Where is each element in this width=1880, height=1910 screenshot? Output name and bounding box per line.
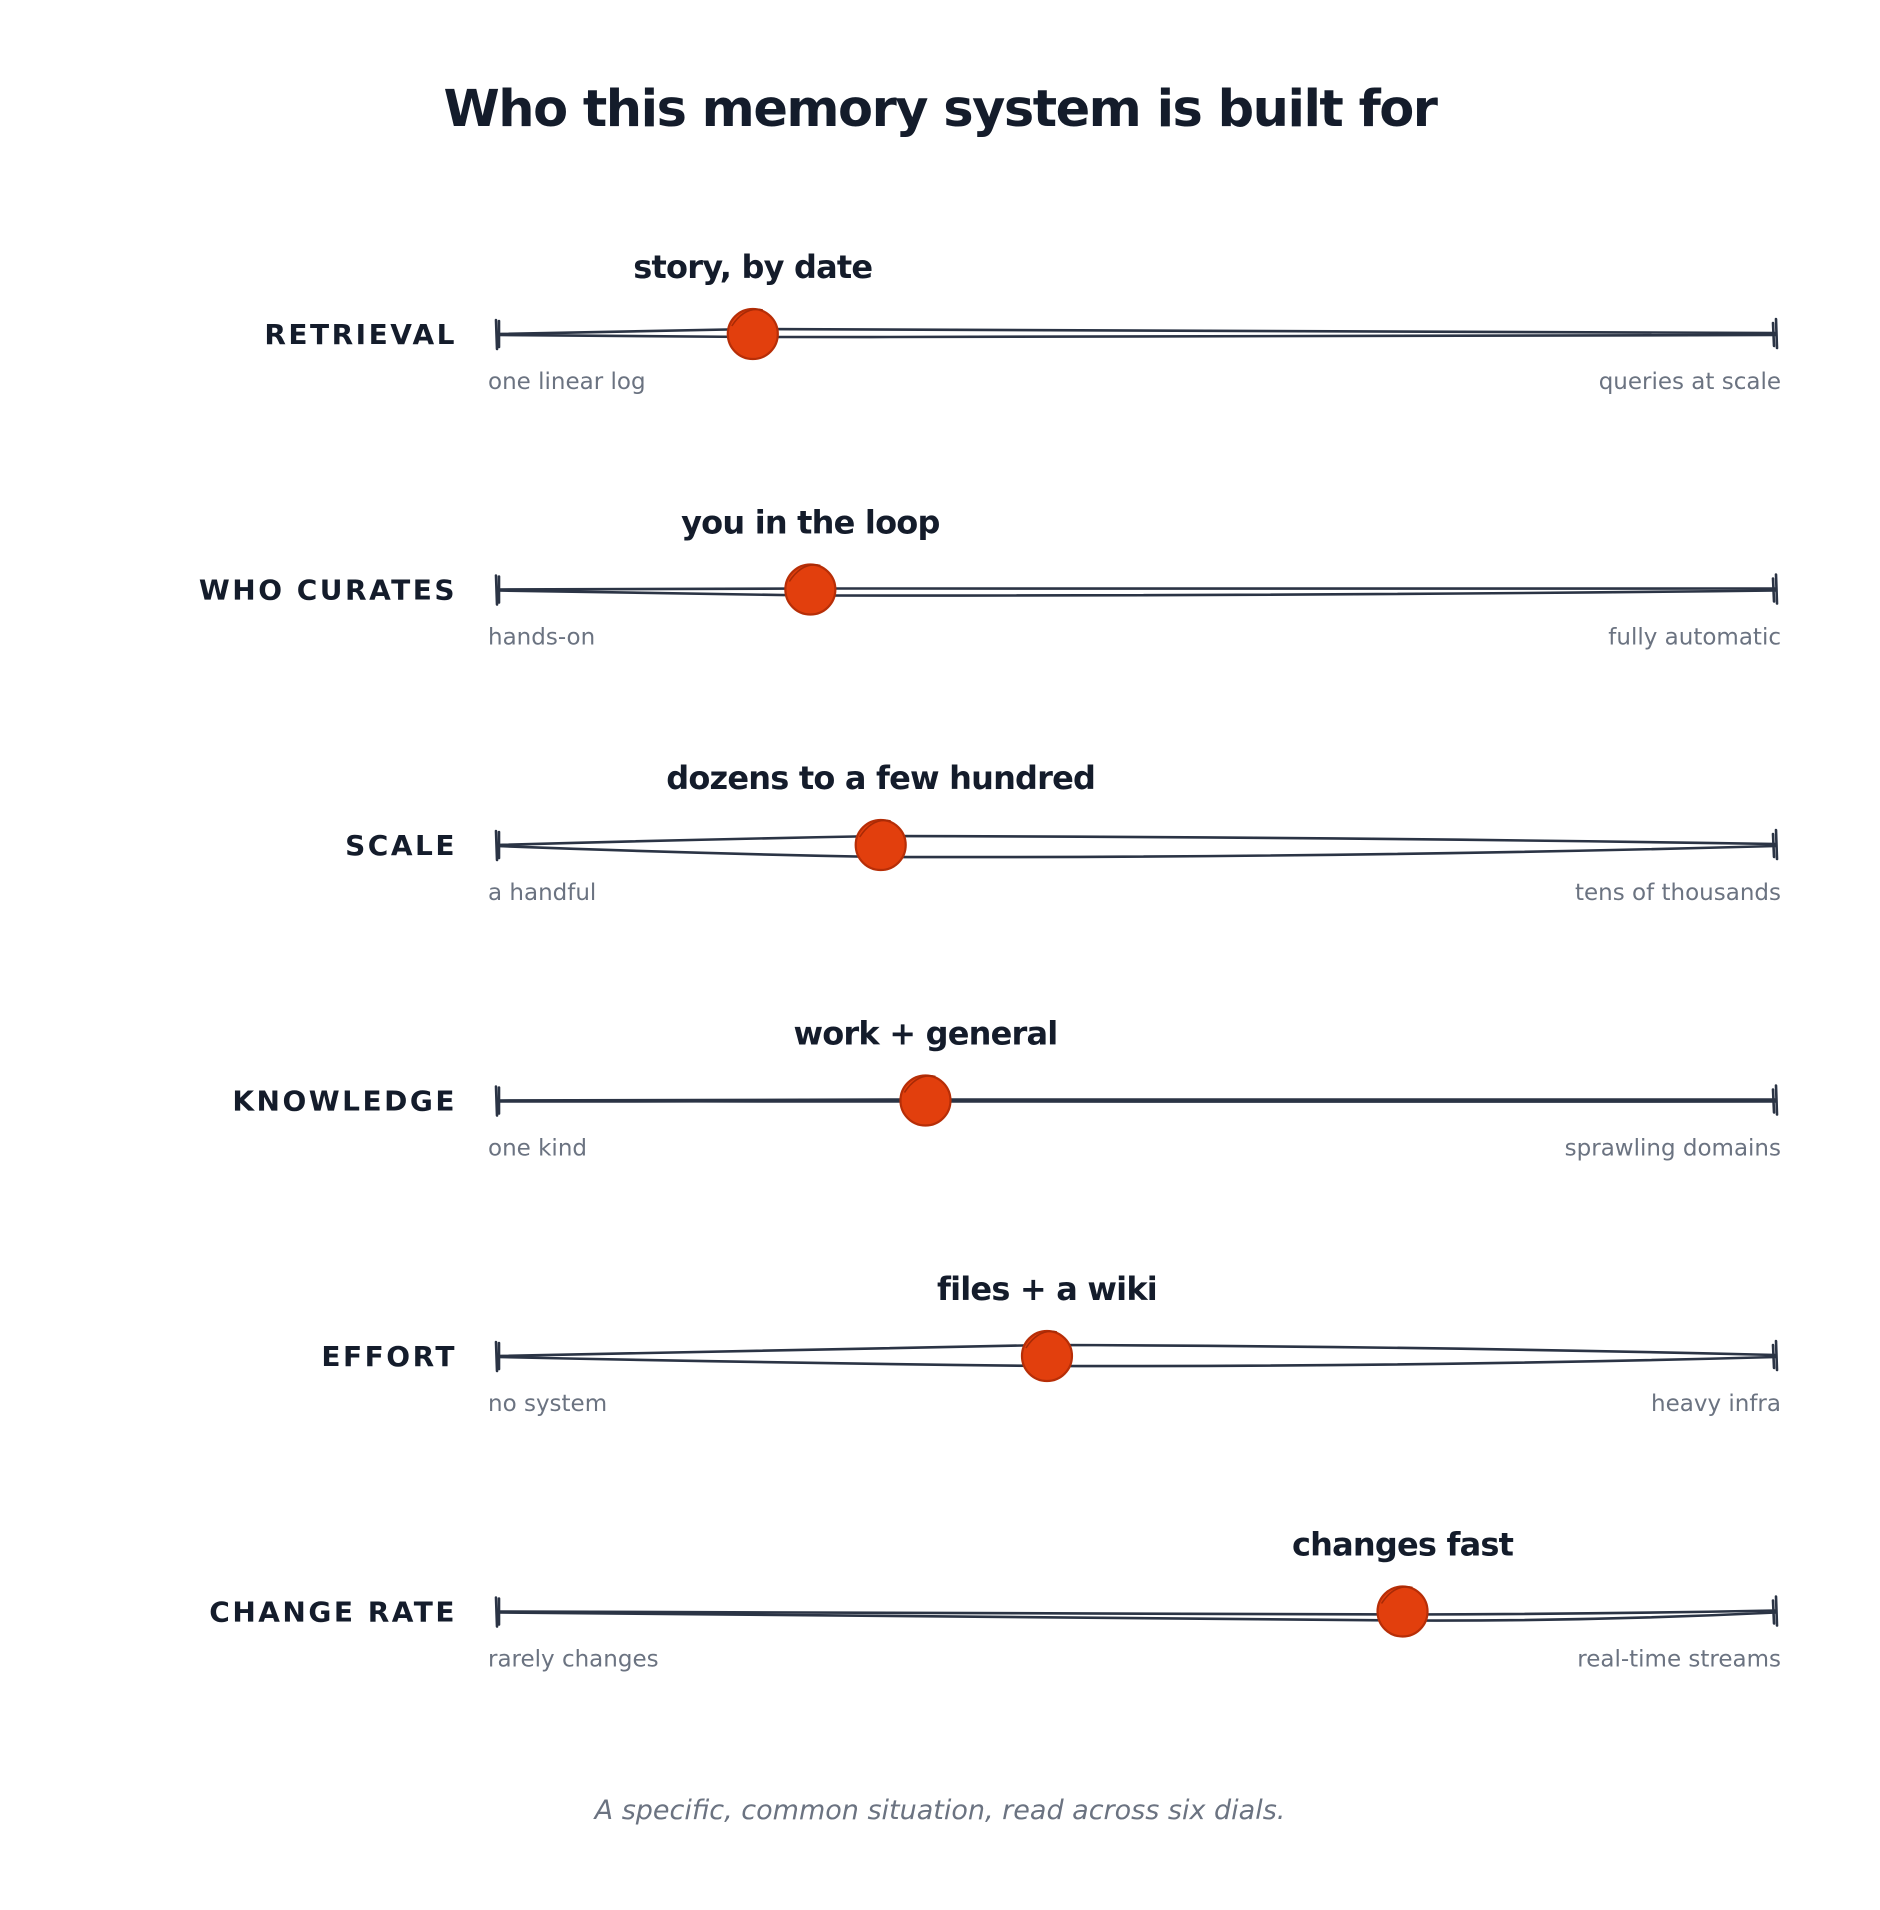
dial-knob xyxy=(899,1074,952,1127)
dial-start-tick xyxy=(494,1596,501,1628)
dial-knob xyxy=(784,563,837,616)
dial-row: SCALE dozens to a few hundred a handful ten… xyxy=(345,759,1781,906)
dial-row: RETRIEVAL story, by date one linear log que… xyxy=(264,248,1781,395)
dial-knob xyxy=(1376,1585,1429,1638)
dial-right-label: sprawling domains xyxy=(1565,1136,1781,1162)
dial-label: CHANGE RATE xyxy=(209,1596,457,1629)
dial-left-label: rarely changes xyxy=(488,1647,659,1673)
dial-track-lower xyxy=(495,589,1778,597)
dial-row: WHO CURATES you in the loop hands-on fully … xyxy=(199,504,1781,651)
dial-label: EFFORT xyxy=(321,1340,457,1373)
dial-track-upper xyxy=(495,1609,1778,1616)
dial-knob-sketch xyxy=(903,1075,936,1093)
dial-value: files + a wiki xyxy=(937,1270,1157,1308)
dial-end-tick xyxy=(1771,828,1779,861)
dial-knob xyxy=(1020,1329,1074,1383)
dial-end-tick xyxy=(1771,317,1779,350)
dial-start-tick xyxy=(494,1340,501,1373)
dial-label: SCALE xyxy=(345,829,457,862)
dial-row: EFFORT files + a wiki no system heavy infra xyxy=(321,1270,1781,1417)
dial-knob-sketch xyxy=(731,308,763,327)
dial-value: work + general xyxy=(793,1015,1057,1053)
dial-row: KNOWLEDGE work + general one kind sprawling… xyxy=(232,1015,1781,1162)
dial-left-label: no system xyxy=(488,1391,607,1417)
dial-left-label: a handful xyxy=(488,880,596,906)
dial-end-tick xyxy=(1771,1339,1779,1372)
dial-value: changes fast xyxy=(1292,1526,1514,1564)
dial-start-tick xyxy=(494,1085,501,1117)
dial-label: KNOWLEDGE xyxy=(232,1085,457,1118)
dial-value: dozens to a few hundred xyxy=(666,759,1095,797)
dial-track-lower xyxy=(495,333,1778,339)
dial-knob-sketch xyxy=(1025,1330,1058,1349)
dial-right-label: real-time streams xyxy=(1577,1647,1781,1673)
dial-row: CHANGE RATE changes fast rarely changes rea… xyxy=(209,1526,1781,1673)
dial-track-upper xyxy=(495,1098,1778,1102)
dial-label: RETRIEVAL xyxy=(264,318,457,351)
page-title: Who this memory system is built for xyxy=(443,80,1438,139)
dial-knob-sketch xyxy=(859,819,891,838)
dial-value: story, by date xyxy=(633,248,872,286)
dial-end-tick xyxy=(1771,1595,1779,1627)
dial-track-lower xyxy=(495,1355,1778,1368)
dial-right-label: tens of thousands xyxy=(1575,880,1781,906)
dial-track-upper xyxy=(495,327,1778,336)
dial-value: you in the loop xyxy=(681,504,939,542)
dial-track-upper xyxy=(495,587,1778,591)
dial-knob xyxy=(854,818,907,872)
dial-start-tick xyxy=(494,318,501,351)
dial-track-upper xyxy=(495,834,1778,847)
dial-start-tick xyxy=(494,574,501,606)
dial-left-label: hands-on xyxy=(488,625,595,651)
dial-right-label: queries at scale xyxy=(1599,369,1781,395)
dial-end-tick xyxy=(1771,1084,1779,1116)
dial-knob-sketch xyxy=(1380,1586,1413,1604)
dial-right-label: fully automatic xyxy=(1608,625,1781,651)
dial-track-lower xyxy=(495,1611,1778,1622)
dial-end-tick xyxy=(1771,573,1779,605)
dial-start-tick xyxy=(494,829,501,862)
dial-label: WHO CURATES xyxy=(199,574,457,607)
dial-track-upper xyxy=(495,1343,1778,1358)
figure-caption: A specific, common situation, read acros… xyxy=(594,1795,1286,1826)
dial-track-lower xyxy=(495,844,1778,859)
dial-knob xyxy=(726,307,779,361)
dial-knob-sketch xyxy=(788,564,821,582)
dial-left-label: one linear log xyxy=(488,369,646,395)
dial-right-label: heavy infra xyxy=(1651,1391,1781,1417)
dial-left-label: one kind xyxy=(488,1136,587,1162)
